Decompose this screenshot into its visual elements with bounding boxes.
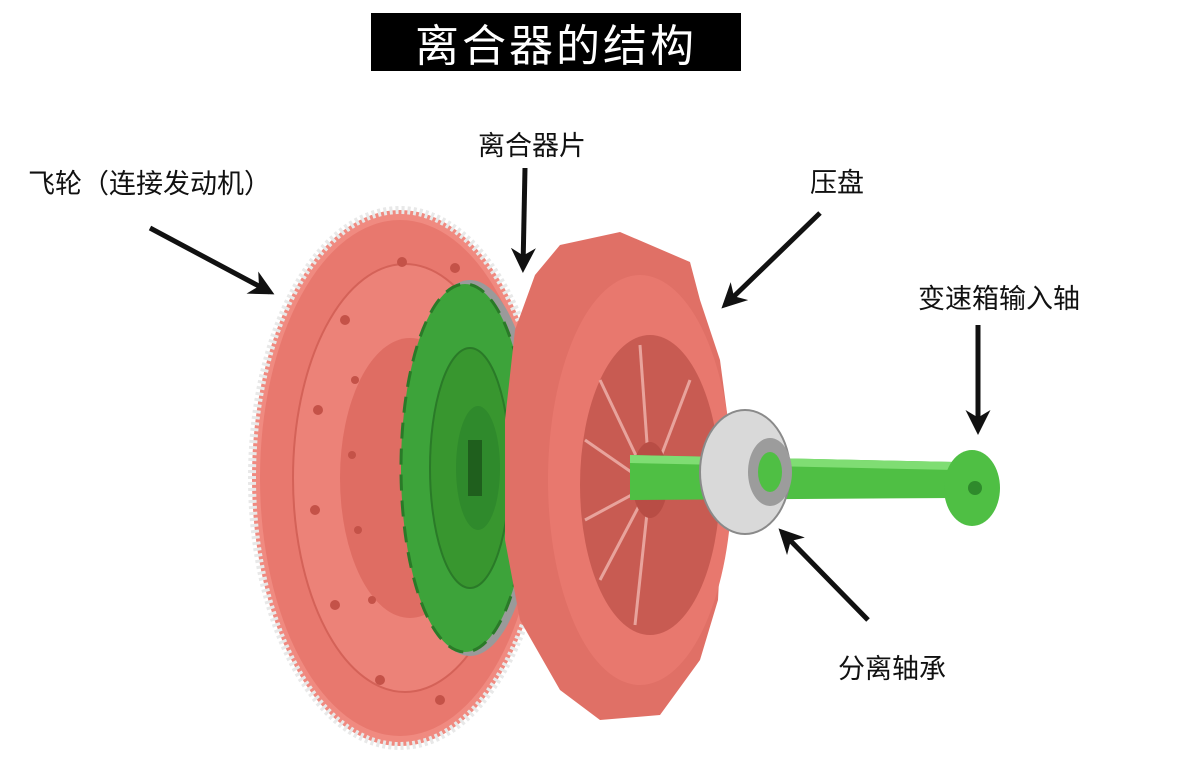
pointer-arrows: [148, 167, 991, 622]
page-title: 离合器的结构: [371, 13, 741, 72]
release-bearing-label: 分离轴承: [838, 654, 946, 685]
flywheel-label: 飞轮（连接发动机）: [28, 169, 271, 200]
clutch-disc: [399, 280, 538, 656]
input-shaft-label: 变速箱输入轴: [918, 284, 1080, 315]
release-bearing: [699, 409, 792, 535]
pressure-plate-label: 压盘: [810, 168, 864, 199]
clutch-disc-label: 离合器片: [478, 131, 586, 162]
